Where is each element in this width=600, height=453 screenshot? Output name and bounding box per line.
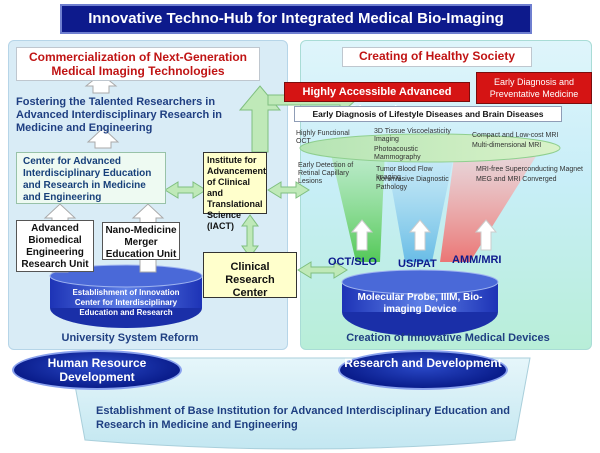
right-cylinder-label: Molecular Probe, IIIM, Bio-imaging Devic… [357,292,483,315]
research-development-oval: Research and Development [338,350,508,390]
clinical-research-box: Clinical Research Center [203,252,297,299]
vertical-double-arrow-icon [241,214,259,258]
mri-beam [440,150,540,262]
healthy-society-box: Creating of Healthy Society [342,47,532,67]
us-blood-flow: Tumor Blood Flow Imaging [376,166,433,181]
highly-accessible-box: Highly Accessible Advanced Diagnosis [284,82,470,116]
lifestyle-diseases-box: Early Diagnosis of Lifestyle Diseases an… [294,106,562,122]
iact-box: Institute for Advancement of Clinical an… [203,152,267,231]
base-institution-text: Establishment of Base Institution for Ad… [96,405,510,431]
oct-highly-functional: Highly Functional OCT [296,130,350,145]
us-pathology: Noninvasive Diagnostic Pathology [376,176,449,191]
up-arrow-icon [474,219,498,251]
up-arrow-icon [86,127,120,149]
mri-compact: Compact and Low-cost MRI [472,132,559,139]
oct-beam [330,150,385,262]
unit-biomedical: Advanced Biomedical Engineering Research… [16,220,94,272]
beam-top-ellipse [299,133,561,163]
us-photoacoustic: Photoacoustic Mammography [374,146,421,161]
us-viscoelasticity: 3D Tissue Viscoelasticity Imaging [374,128,451,143]
oct-slo-label: OCT/SLO [328,256,377,268]
double-arrow-icon [267,181,310,199]
up-arrow-icon [408,219,432,251]
us-pat-label: US/PAT [398,258,437,270]
fostering-text: Fostering the Talented Researchers in Ad… [16,96,223,134]
right-cylinder-top [341,269,499,295]
commercialization-box: Commercialization of Next-Generation Med… [16,47,260,81]
unit-nano-medicine: Nano-Medicine Merger Education Unit [102,222,180,260]
human-resource-oval: Human Resource Development [12,350,182,390]
early-prevention-box: Early Diagnosis and Preventative Medicin… [476,72,592,104]
mri-meg: MEG and MRI Converged [476,176,557,183]
university-reform-label: University System Reform [61,332,199,344]
oct-early-detection: Early Detection of Retinal Capillary Les… [298,162,354,185]
mri-superconducting: MRI-free Superconducting Magnet [476,166,583,173]
double-arrow-icon [164,181,207,199]
up-arrow-icon [350,219,374,251]
mri-multidim: Multi-dimensional MRI [472,142,542,149]
page-title: Innovative Techno-Hub for Integrated Med… [60,4,532,34]
center-box: Center for Advanced Interdisciplinary Ed… [16,152,166,204]
innovative-devices-label: Creation of Innovative Medical Devices [346,332,550,344]
left-cylinder-label: Establishment of Innovation Center for I… [72,288,180,317]
amm-mri-label: AMM/MRI [452,254,502,266]
us-beam [385,150,455,262]
double-arrow-icon [297,261,348,279]
